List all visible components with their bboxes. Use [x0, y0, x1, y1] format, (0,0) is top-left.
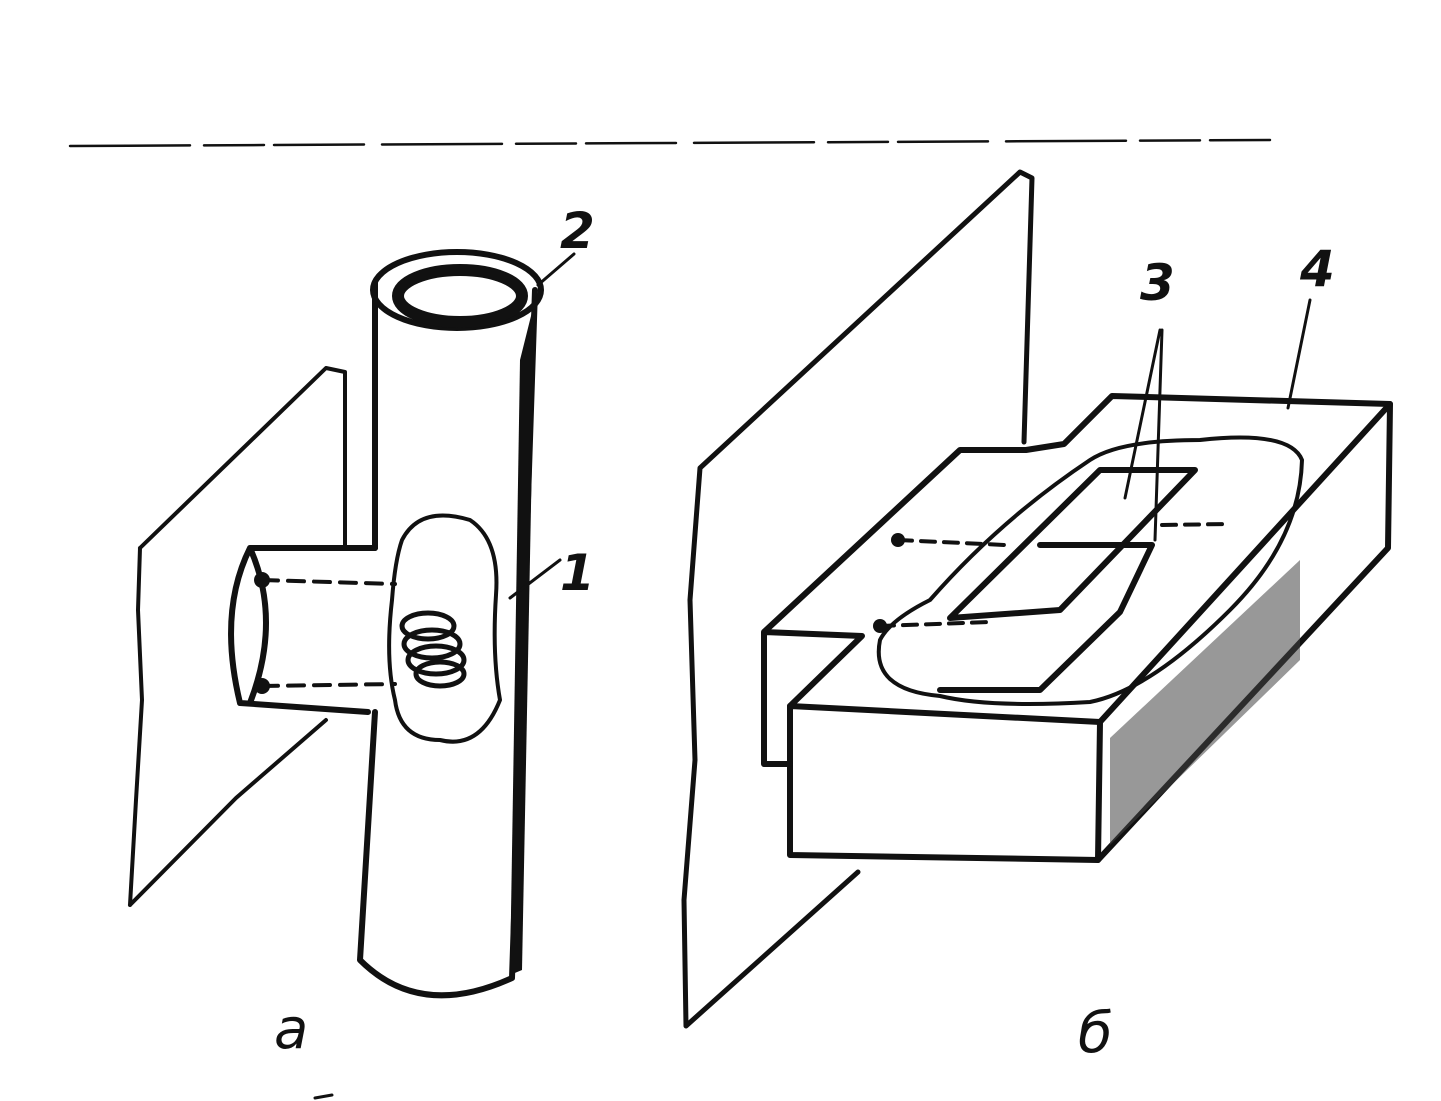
panel-b: 3 4 б — [681, 169, 1393, 1066]
panel-a-stub-wires — [260, 578, 397, 688]
panel-a-terminal-bottom — [254, 678, 270, 694]
panel-b-terminal-top — [891, 533, 905, 547]
panel-b-wires — [878, 522, 1230, 628]
bottom-mark — [313, 1093, 334, 1100]
panel-a-tube — [357, 279, 538, 999]
panel-a-tube-top-outer — [370, 249, 544, 331]
panel-b-frame — [937, 467, 1198, 693]
label-1: 1 — [560, 544, 595, 602]
panel-b-block-front — [787, 703, 1103, 863]
panel-a-cutaway — [387, 513, 502, 744]
panel-a: 1 2 a — [128, 202, 595, 1062]
label-4: 4 — [1299, 240, 1335, 298]
panel-b-plate — [681, 169, 1035, 1029]
panel-b-film — [876, 435, 1304, 706]
panel-b-terminal-bottom — [873, 619, 887, 633]
panel-a-tube-shade — [510, 300, 535, 975]
top-dashed-rule — [68, 138, 1272, 148]
caption-a: a — [274, 997, 308, 1062]
caption-b: б — [1078, 1001, 1113, 1066]
panel-a-plate — [128, 366, 347, 907]
label-3: 3 — [1140, 254, 1175, 312]
panel-a-leader-1 — [508, 558, 562, 600]
panel-a-tube-top-inner — [392, 264, 528, 328]
panel-b-leader-4 — [1286, 298, 1312, 410]
panel-a-coil — [399, 610, 467, 689]
panel-b-leader-3 — [1123, 328, 1164, 542]
panel-a-leader-2 — [536, 252, 576, 287]
panel-a-side-stub — [228, 545, 378, 715]
panel-b-block-side-shade — [1110, 560, 1300, 845]
panel-a-terminal-top — [254, 572, 270, 588]
label-2: 2 — [560, 202, 595, 260]
